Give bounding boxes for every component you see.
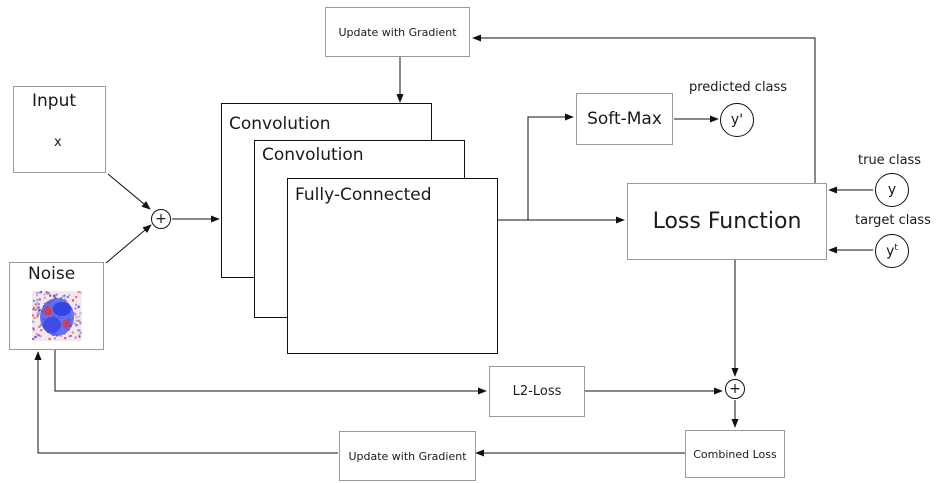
update-gradient-bottom-label: Update with Gradient bbox=[348, 449, 467, 463]
arrow-loss-to-update-top bbox=[472, 34, 816, 183]
update-gradient-top-label: Update with Gradient bbox=[338, 25, 457, 39]
input-noise-sum-node: + bbox=[151, 209, 171, 229]
update-gradient-bottom-box: Update with Gradient bbox=[339, 431, 476, 481]
input-box: Input x bbox=[13, 86, 106, 173]
predicted-class-symbol: y' bbox=[730, 112, 744, 128]
true-class-symbol: y bbox=[887, 182, 897, 198]
softmax-box: Soft-Max bbox=[576, 93, 673, 145]
convolution-1-label: Convolution bbox=[229, 114, 331, 134]
input-title: Input bbox=[32, 91, 77, 111]
target-class-base: y bbox=[886, 243, 895, 260]
target-class-label: target class bbox=[855, 213, 931, 228]
fully-connected-layer: Fully-Connected bbox=[287, 178, 498, 354]
input-variable: x bbox=[54, 135, 62, 150]
softmax-label: Soft-Max bbox=[587, 109, 662, 129]
loss-function-label: Loss Function bbox=[652, 209, 802, 234]
combined-loss-box: Combined Loss bbox=[685, 430, 785, 478]
sum-symbol-1: + bbox=[155, 211, 167, 227]
sum-symbol-2: + bbox=[729, 381, 741, 397]
arrow-noise-to-sum bbox=[105, 224, 152, 264]
predicted-class-node: y' bbox=[720, 103, 754, 137]
true-class-label: true class bbox=[858, 153, 922, 168]
predicted-class-label: predicted class bbox=[689, 80, 788, 95]
arrow-fc-to-softmax bbox=[527, 113, 574, 220]
noise-box: Noise bbox=[9, 262, 104, 350]
l2-loss-label: L2-Loss bbox=[512, 384, 562, 399]
target-class-superscript: t bbox=[894, 242, 898, 253]
arrow-update-to-noise bbox=[34, 351, 338, 454]
convolution-2-label: Convolution bbox=[262, 145, 364, 165]
loss-sum-node: + bbox=[725, 379, 745, 399]
loss-function-box: Loss Function bbox=[627, 183, 827, 260]
noise-pattern-image bbox=[32, 291, 82, 341]
arrow-input-to-sum bbox=[107, 173, 151, 210]
combined-loss-label: Combined Loss bbox=[693, 447, 777, 461]
true-class-node: y bbox=[875, 173, 909, 207]
update-gradient-top-box: Update with Gradient bbox=[325, 7, 470, 57]
arrow-noise-to-l2 bbox=[54, 349, 487, 395]
fully-connected-label: Fully-Connected bbox=[295, 185, 432, 205]
target-class-node: yt bbox=[875, 234, 909, 268]
l2-loss-box: L2-Loss bbox=[489, 366, 585, 417]
target-class-symbol: yt bbox=[886, 243, 898, 260]
noise-title: Noise bbox=[28, 264, 76, 284]
